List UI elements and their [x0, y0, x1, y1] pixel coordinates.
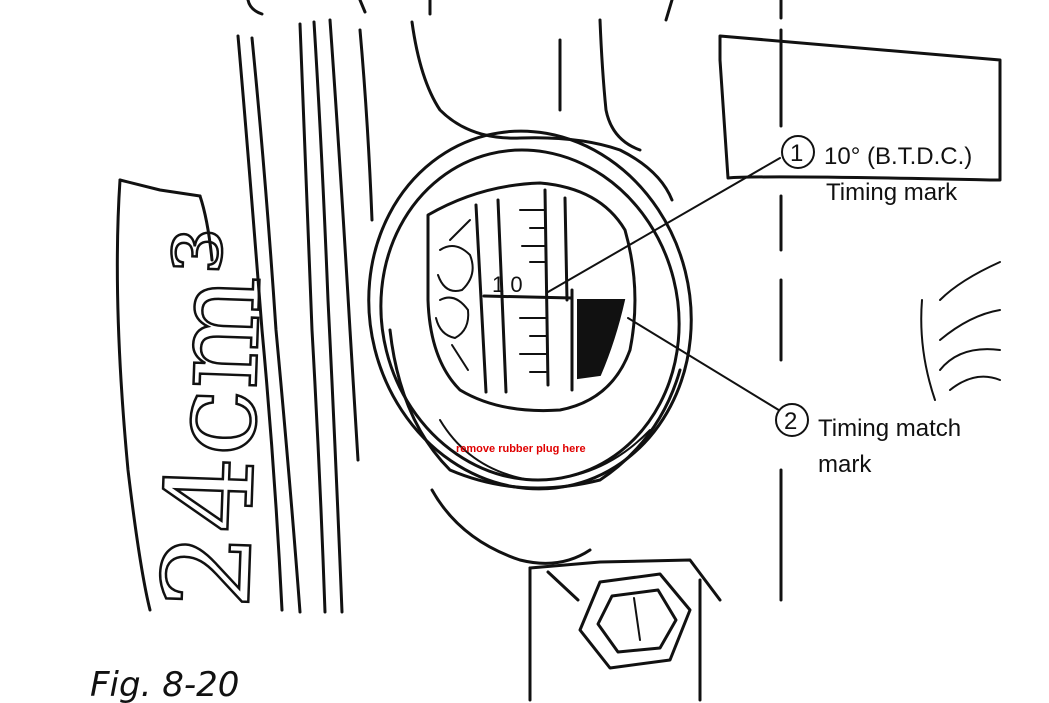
top-edge-fragments	[246, 0, 783, 22]
leader-lines	[547, 157, 783, 413]
callout-1-number: 1	[790, 140, 803, 167]
rubber-plug-note: remove rubber plug here	[456, 443, 586, 455]
callout-timing-mark: 1 10° (B.T.D.C.) Timing mark	[781, 135, 972, 206]
callout-2-number: 2	[784, 408, 797, 435]
callout-number-1	[781, 135, 815, 169]
scale-reading: 1 0	[492, 272, 523, 297]
engraved-displacement: 24cm³	[138, 225, 290, 611]
lower-casing	[430, 488, 722, 702]
hex-bolt	[578, 572, 692, 670]
callout-2-line2: mark	[818, 451, 872, 478]
callout-2-line1: Timing match	[818, 415, 961, 442]
callout-1-line1: 10° (B.T.D.C.)	[824, 143, 972, 170]
inspection-window	[367, 129, 693, 491]
right-cover	[718, 28, 1002, 602]
upper-housing	[410, 18, 674, 202]
callout-match-mark: 2 Timing match mark	[775, 403, 961, 478]
figure-caption: Fig. 8-20	[90, 665, 239, 703]
left-casing	[115, 18, 374, 614]
callout-1-line2: Timing mark	[826, 179, 958, 206]
match-mark-wedge	[577, 299, 626, 380]
callout-number-2	[775, 403, 809, 437]
flywheel-scale: 1 0	[435, 188, 574, 394]
